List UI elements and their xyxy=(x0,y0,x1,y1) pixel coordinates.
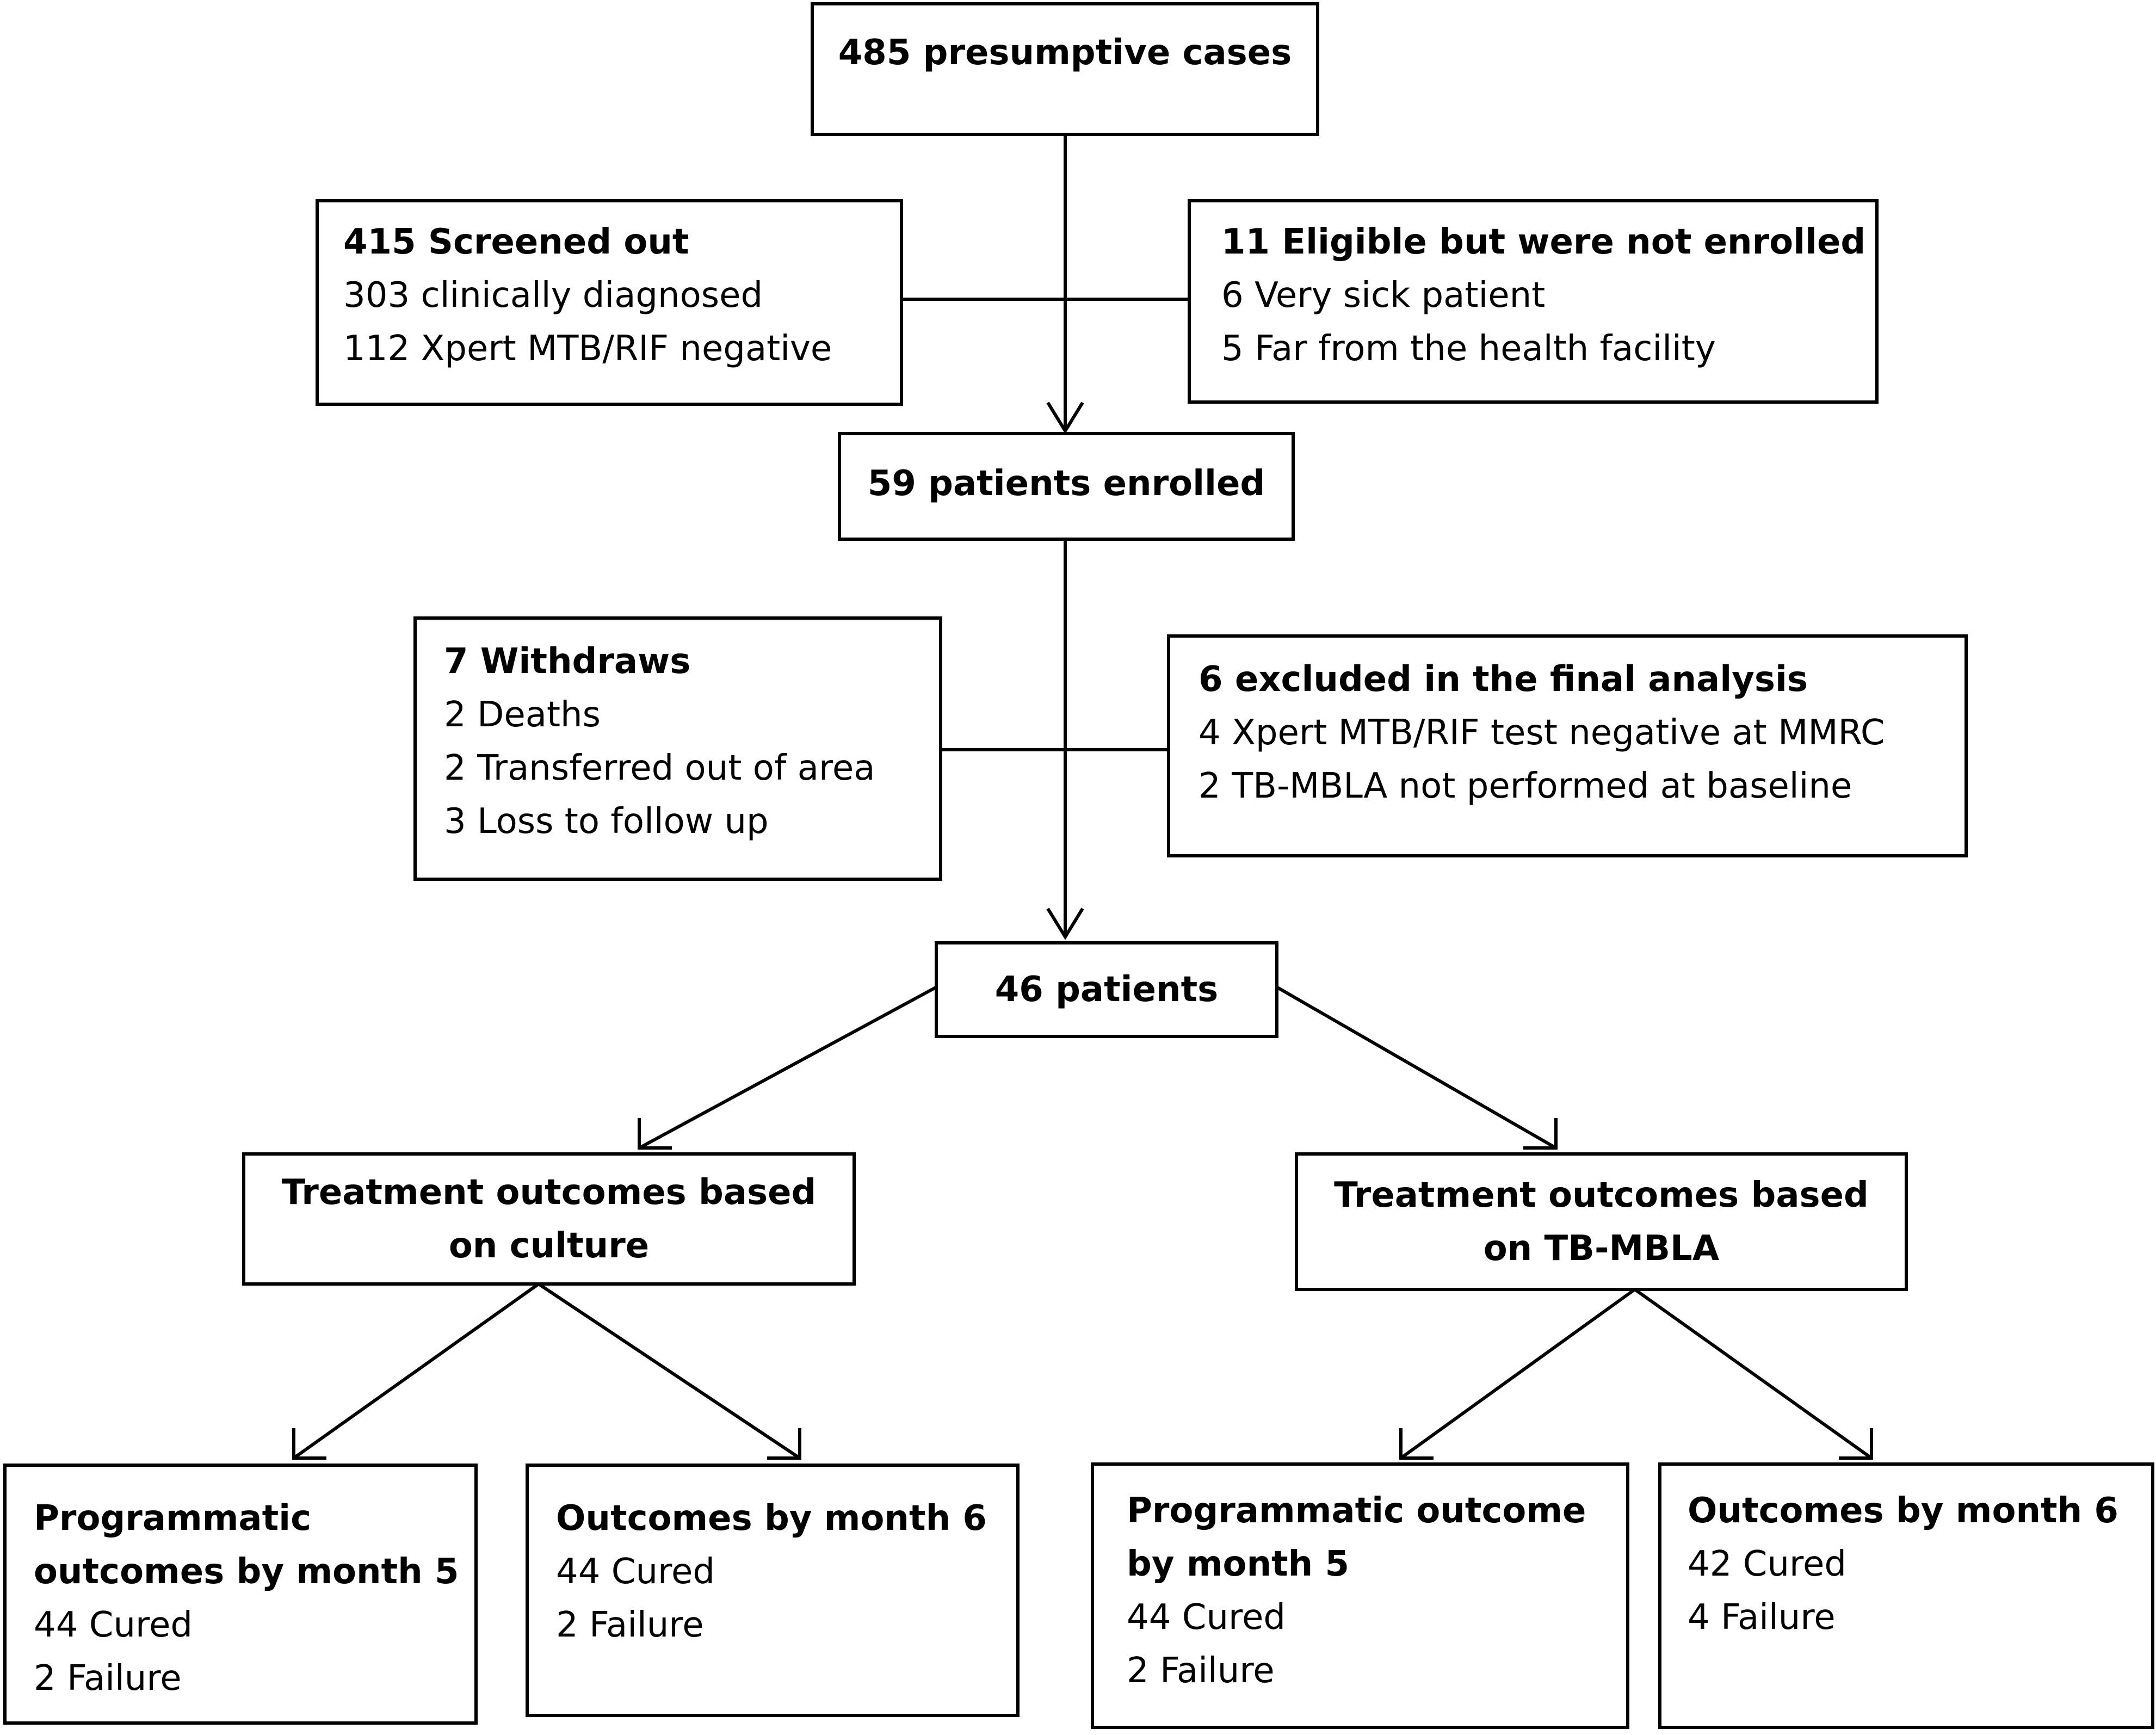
mbla-m6-line-2: 4 Failure xyxy=(1688,1597,1836,1638)
withdraws-title: 7 Withdraws xyxy=(444,641,691,682)
culture-m5-title-line-1: Programmatic xyxy=(34,1498,312,1539)
arrow-head-culture xyxy=(638,1118,672,1150)
arrow-tbmbla-to-m5 xyxy=(1400,1288,1636,1460)
excluded-line-1: 4 Xpert MTB/RIF test negative at MMRC xyxy=(1199,713,1885,753)
arrow-head-culture-m5 xyxy=(292,1428,326,1460)
culture-m6-line-2: 2 Failure xyxy=(556,1605,704,1645)
box-outcomes-culture: Treatment outcomes based on culture xyxy=(242,1152,856,1286)
screened-out-line-2: 112 Xpert MTB/RIF negative xyxy=(343,329,832,369)
arrow-tbmbla-to-m6 xyxy=(1634,1288,1873,1460)
arrow-46-to-tbmbla xyxy=(1276,986,1557,1150)
arrow-head-mbla-m6 xyxy=(1839,1428,1873,1460)
withdraws-line-1: 2 Deaths xyxy=(444,695,601,735)
box-culture-month5: Programmatic outcomes by month 5 44 Cure… xyxy=(3,1464,478,1725)
box-46-patients: 46 patients xyxy=(935,941,1278,1038)
screened-out-line-1: 303 clinically diagnosed xyxy=(343,275,763,316)
arrow-head-mbla-m5 xyxy=(1399,1428,1434,1460)
mbla-m5-line-2: 2 Failure xyxy=(1127,1651,1275,1691)
box-culture-month6: Outcomes by month 6 44 Cured 2 Failure xyxy=(526,1464,1020,1717)
arrow-culture-to-m6 xyxy=(538,1282,801,1460)
enrolled-title: 59 patients enrolled xyxy=(867,464,1265,504)
mbla-m5-line-1: 44 Cured xyxy=(1127,1597,1286,1638)
arrow-culture-to-m5 xyxy=(293,1282,540,1460)
patients46-title: 46 patients xyxy=(994,970,1219,1010)
excluded-line-2: 2 TB-MBLA not performed at baseline xyxy=(1199,766,1852,806)
arrow-head-enrolled xyxy=(1046,402,1084,434)
tbmbla-title-line-1: Treatment outcomes based xyxy=(1334,1175,1869,1215)
withdraws-line-2: 2 Transferred out of area xyxy=(444,748,875,788)
mbla-m6-title: Outcomes by month 6 xyxy=(1688,1491,2118,1531)
arrow-head-tbmbla xyxy=(1523,1118,1558,1150)
culture-m5-line-1: 44 Cured xyxy=(34,1605,193,1645)
box-screened-out: 415 Screened out 303 clinically diagnose… xyxy=(316,199,903,406)
box-withdraws: 7 Withdraws 2 Deaths 2 Transferred out o… xyxy=(413,616,942,881)
presumptive-title: 485 presumptive cases xyxy=(838,33,1292,73)
culture-m6-title: Outcomes by month 6 xyxy=(556,1498,987,1539)
box-excluded: 6 excluded in the final analysis 4 Xpert… xyxy=(1167,634,1968,857)
box-outcomes-tbmbla: Treatment outcomes based on TB-MBLA xyxy=(1295,1152,1908,1291)
box-mbla-month5: Programmatic outcome by month 5 44 Cured… xyxy=(1091,1462,1629,1729)
screened-out-title: 415 Screened out xyxy=(343,222,689,262)
excluded-title: 6 excluded in the final analysis xyxy=(1199,659,1808,700)
mbla-m5-title-line-2: by month 5 xyxy=(1127,1544,1349,1584)
not-enrolled-line-1: 6 Very sick patient xyxy=(1221,275,1546,316)
culture-m5-line-2: 2 Failure xyxy=(34,1658,182,1699)
arrow-head-culture-m6 xyxy=(767,1428,801,1460)
not-enrolled-title: 11 Eligible but were not enrolled xyxy=(1221,222,1866,262)
mbla-m6-line-1: 42 Cured xyxy=(1688,1544,1846,1584)
tbmbla-title-line-2: on TB-MBLA xyxy=(1483,1228,1720,1269)
culture-title-line-2: on culture xyxy=(448,1225,650,1266)
arrow-46-to-culture xyxy=(638,986,937,1150)
not-enrolled-line-2: 5 Far from the health facility xyxy=(1221,329,1716,369)
culture-title-line-1: Treatment outcomes based xyxy=(281,1172,817,1213)
box-not-enrolled: 11 Eligible but were not enrolled 6 Very… xyxy=(1188,199,1879,404)
box-patients-enrolled: 59 patients enrolled xyxy=(838,432,1295,541)
withdraws-line-3: 3 Loss to follow up xyxy=(444,801,769,842)
culture-m5-title-line-2: outcomes by month 5 xyxy=(34,1552,459,1592)
mbla-m5-title-line-1: Programmatic outcome xyxy=(1127,1491,1586,1531)
box-presumptive-cases: 485 presumptive cases xyxy=(811,2,1319,136)
arrow-head-46 xyxy=(1046,907,1084,940)
culture-m6-line-1: 44 Cured xyxy=(556,1552,715,1592)
box-mbla-month6: Outcomes by month 6 42 Cured 4 Failure xyxy=(1658,1462,2154,1729)
